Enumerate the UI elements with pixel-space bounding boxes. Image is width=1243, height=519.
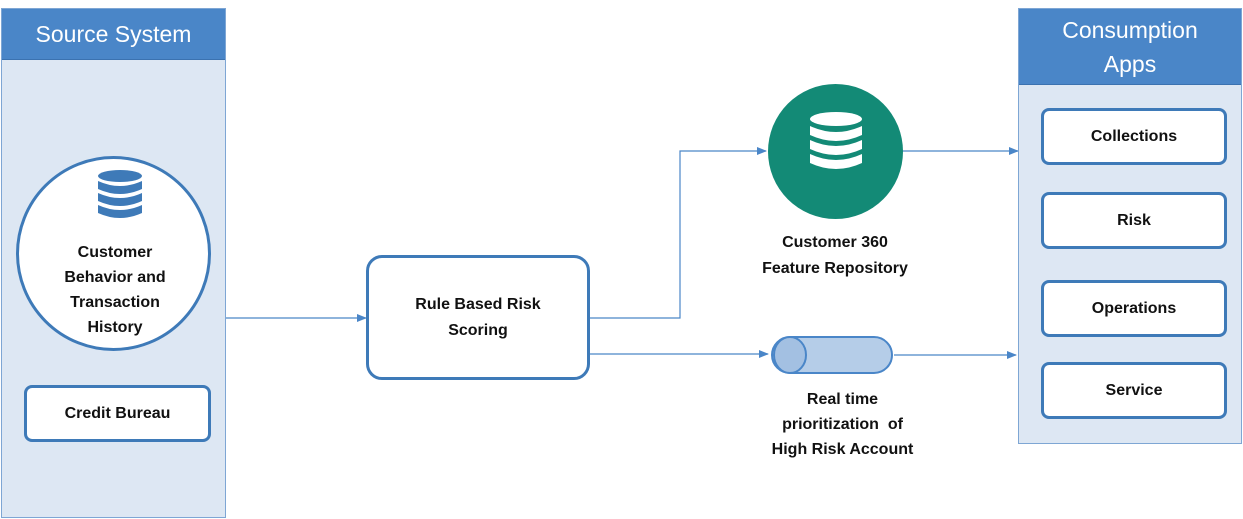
realtime-label: Real time prioritization of High Risk Ac… (745, 387, 940, 462)
database-icon (96, 169, 144, 225)
app-label: Operations (1091, 299, 1177, 317)
risk-scoring-label-line: Scoring (448, 321, 508, 339)
app-service: Service (1041, 362, 1227, 419)
app-label: Risk (1117, 211, 1151, 229)
app-risk: Risk (1041, 192, 1227, 249)
feature-repository-label-line: Feature Repository (762, 260, 908, 277)
consumption-apps-title-line: Consumption (1062, 17, 1198, 43)
credit-bureau-label: Credit Bureau (64, 404, 171, 422)
queue-icon (770, 335, 894, 375)
risk-scoring-box: Rule Based Risk Scoring (366, 255, 590, 380)
feature-repository-label: Customer 360 Feature Repository (740, 230, 930, 282)
customer-db-label-line: Transaction (70, 294, 160, 311)
customer-db-label: Customer Behavior and Transaction Histor… (30, 240, 200, 340)
realtime-label-line: High Risk Account (771, 441, 914, 458)
risk-scoring-label-line: Rule Based Risk (415, 295, 541, 313)
realtime-label-line: Real time (806, 391, 879, 408)
realtime-label-line: prioritization of (782, 416, 903, 433)
consumption-apps-title: Consumption Apps (1019, 9, 1241, 85)
consumption-apps-title-line: Apps (1103, 51, 1157, 77)
customer-db-label-line: History (87, 319, 143, 336)
database-icon (808, 111, 864, 179)
arrow-scoring-to-repo (590, 147, 767, 319)
customer-db-label-line: Behavior and (64, 269, 166, 286)
credit-bureau-box: Credit Bureau (24, 385, 211, 442)
app-collections: Collections (1041, 108, 1227, 165)
app-label: Service (1105, 381, 1163, 399)
feature-repository-label-line: Customer 360 (782, 234, 888, 251)
customer-db-label-line: Customer (77, 244, 153, 261)
source-system-title: Source System (2, 9, 225, 60)
app-operations: Operations (1041, 280, 1227, 337)
app-label: Collections (1090, 127, 1178, 145)
